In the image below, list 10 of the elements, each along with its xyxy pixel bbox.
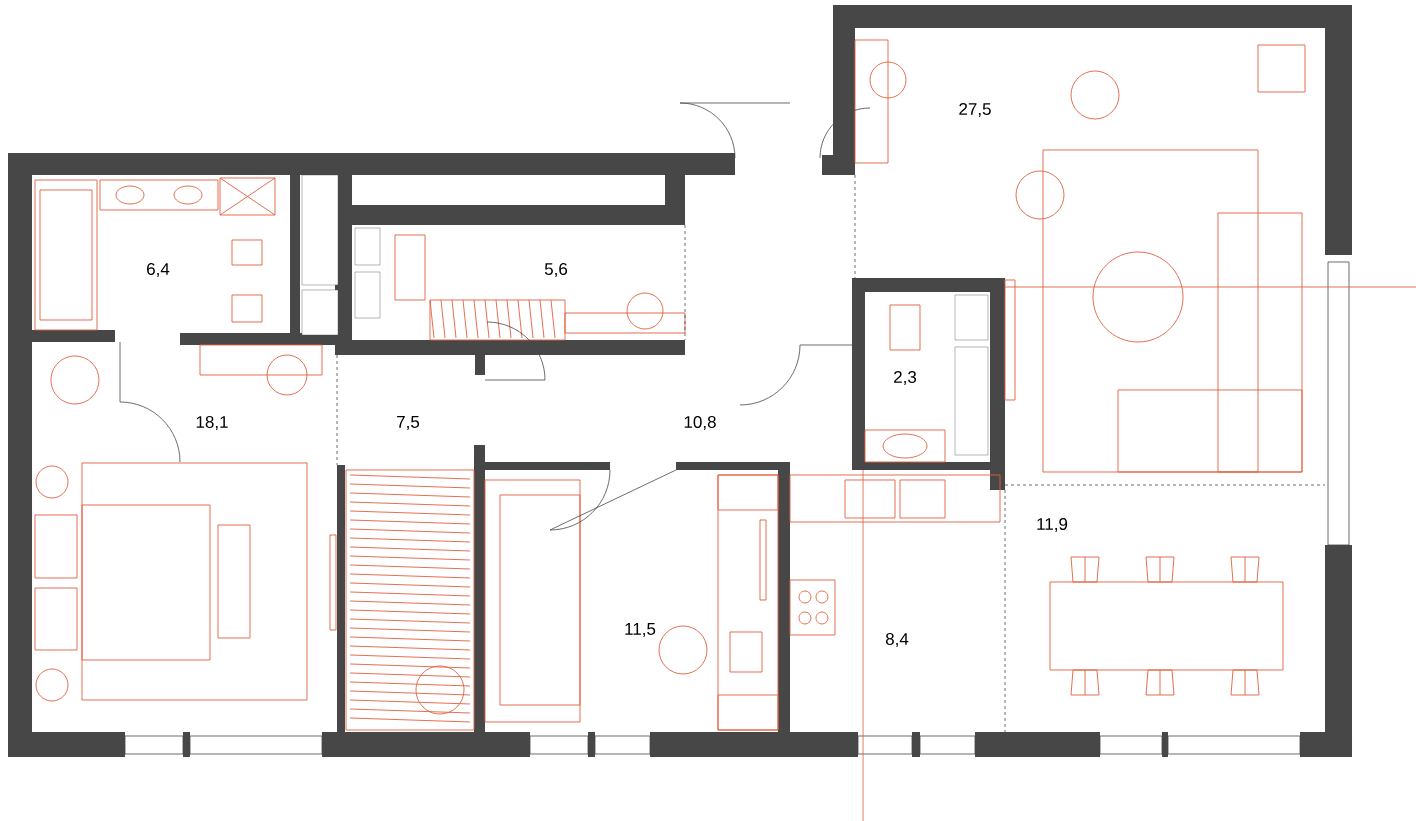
area-label: 8,4 <box>885 632 909 647</box>
area-label: 6,4 <box>147 262 170 277</box>
area-label: 5,6 <box>544 262 568 277</box>
area-label: 10,8 <box>684 415 716 430</box>
area-label: 27,5 <box>959 102 991 117</box>
area-label: 7,5 <box>397 416 420 430</box>
area-label: 11,9 <box>1037 517 1068 532</box>
area-label: 2,3 <box>894 370 917 385</box>
area-label: 11,5 <box>625 623 656 637</box>
area-label: 18,1 <box>196 415 228 430</box>
